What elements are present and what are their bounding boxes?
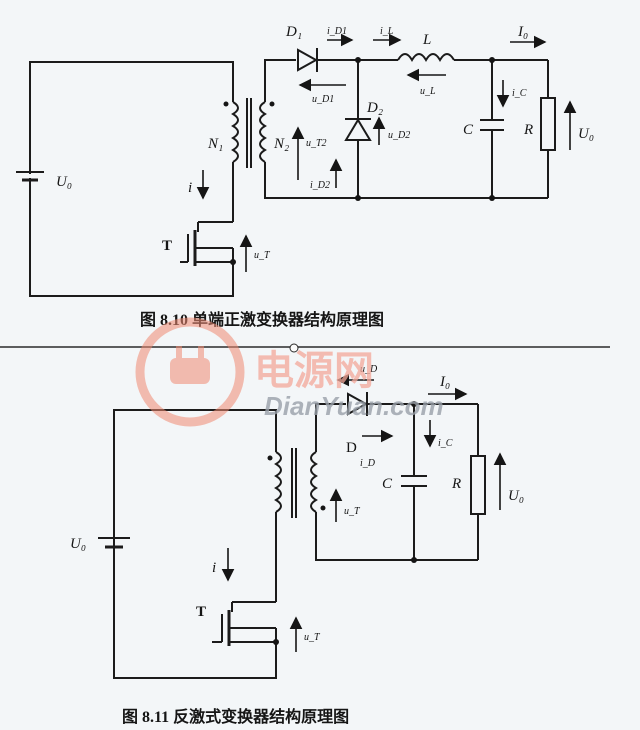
label-switch-t: T bbox=[196, 604, 206, 620]
forward-junctions bbox=[223, 57, 495, 265]
label-u-t2: u_T2 bbox=[306, 138, 327, 149]
label-n1: N₁ bbox=[207, 136, 223, 152]
label-i-o: I₀ bbox=[517, 24, 528, 40]
label-current-i: i bbox=[212, 560, 216, 576]
plug-logo-icon bbox=[135, 317, 245, 427]
label-u-t-secondary: u_T bbox=[344, 506, 361, 517]
label-source-u0: U₀ bbox=[56, 174, 72, 190]
secondary-winding bbox=[259, 101, 267, 163]
label-i-d2: i_D2 bbox=[310, 180, 330, 191]
label-diode-d: D bbox=[346, 440, 357, 456]
dot-n1 bbox=[223, 101, 229, 107]
label-i-c: i_C bbox=[512, 88, 527, 99]
forward-arrows bbox=[196, 33, 577, 272]
inductor-l bbox=[397, 53, 455, 62]
dot-primary bbox=[267, 455, 273, 461]
flyback-junctions bbox=[267, 401, 417, 645]
label-capacitor: C bbox=[382, 476, 393, 492]
primary-winding bbox=[274, 451, 282, 513]
diode-d1 bbox=[297, 48, 319, 72]
label-i-d: i_D bbox=[360, 458, 376, 469]
label-current-i: i bbox=[188, 180, 192, 196]
label-i-d1: i_D1 bbox=[327, 26, 347, 37]
label-resistor: R bbox=[451, 476, 461, 492]
label-d2: D₂ bbox=[366, 100, 383, 116]
forward-converter-diagram bbox=[16, 48, 556, 297]
label-i-c: i_C bbox=[438, 438, 453, 449]
dot-n2 bbox=[269, 101, 275, 107]
primary-wire bbox=[113, 409, 277, 679]
label-capacitor: C bbox=[463, 122, 474, 138]
secondary-winding bbox=[310, 451, 318, 513]
label-source-u0: U₀ bbox=[70, 536, 86, 552]
label-switch-t: T bbox=[162, 238, 172, 254]
label-u-t: u_T bbox=[254, 250, 271, 261]
diode-d2 bbox=[344, 118, 372, 141]
label-u-l: u_L bbox=[420, 86, 436, 97]
resistor-r bbox=[540, 97, 556, 151]
dot-secondary bbox=[320, 505, 326, 511]
label-u-t: u_T bbox=[304, 632, 321, 643]
label-u-d2: u_D2 bbox=[388, 130, 410, 141]
watermark-brand-url: DianYuan.com bbox=[264, 391, 444, 421]
label-u-d: u_D bbox=[360, 364, 378, 375]
diode-d bbox=[347, 392, 369, 416]
watermark-brand-cn: 电源网 bbox=[254, 349, 374, 393]
label-u-d1: u_D1 bbox=[312, 94, 334, 105]
label-output-voltage: U₀ bbox=[578, 126, 594, 142]
label-i-o: I₀ bbox=[439, 374, 450, 390]
primary-winding bbox=[231, 101, 239, 163]
label-output-voltage: U₀ bbox=[508, 488, 524, 504]
label-i-l: i_L bbox=[380, 26, 394, 37]
caption-figure-8-11: 图 8.11 反激式变换器结构原理图 bbox=[122, 707, 349, 726]
label-n2: N₂ bbox=[273, 136, 289, 152]
flyback-converter-diagram bbox=[98, 392, 486, 679]
resistor-r bbox=[470, 455, 486, 515]
label-inductor: L bbox=[422, 32, 431, 48]
watermark-logo bbox=[135, 317, 245, 427]
flyback-arrows bbox=[221, 373, 507, 652]
label-d1: D₁ bbox=[285, 24, 302, 40]
label-resistor: R bbox=[523, 122, 533, 138]
